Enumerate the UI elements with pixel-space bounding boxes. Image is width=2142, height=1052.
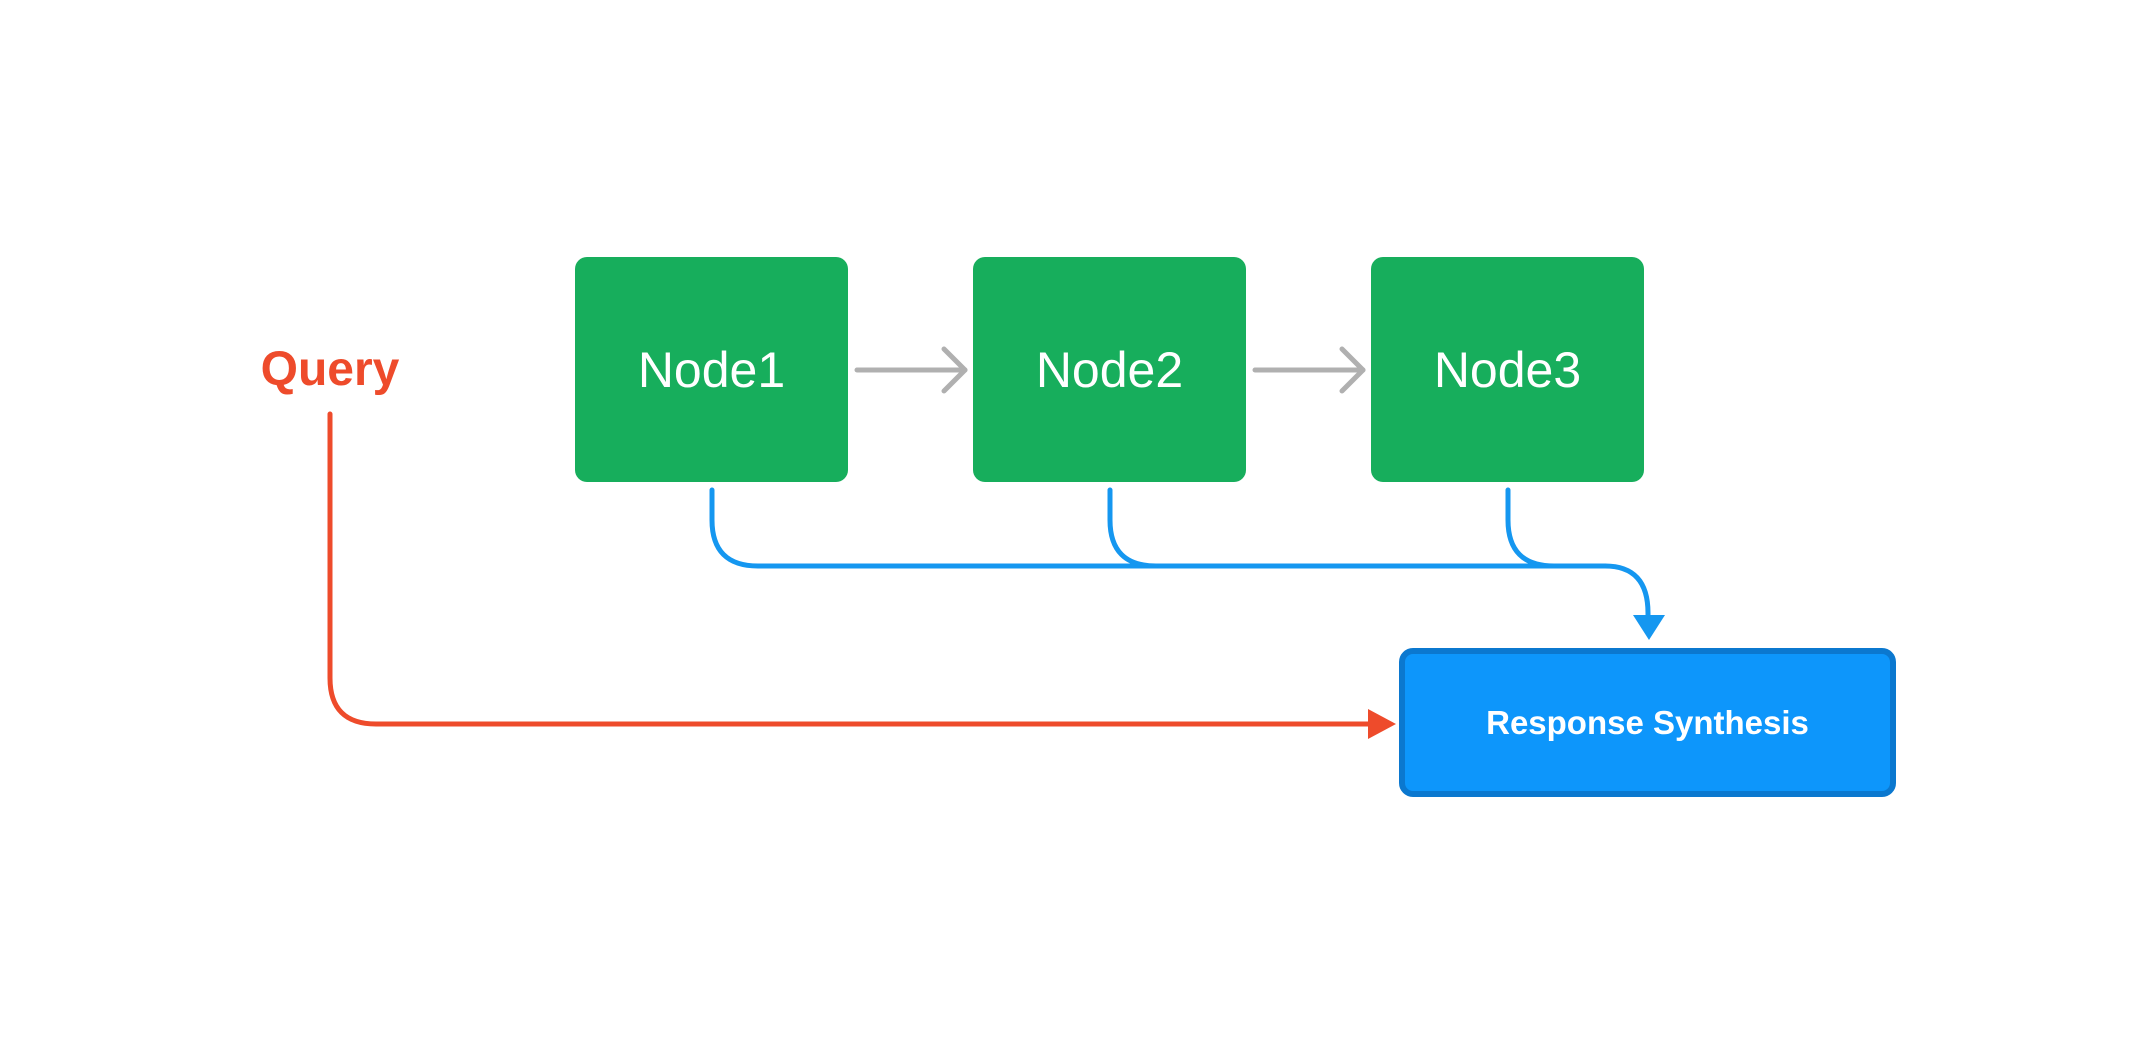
context-line-node1 xyxy=(709,487,1608,569)
chain-arrow-node1-node2 xyxy=(854,346,968,394)
response-synthesis-box: Response Synthesis xyxy=(1399,648,1896,797)
context-connector xyxy=(709,487,1651,621)
context-line-node3 xyxy=(1505,487,1557,569)
query-connector xyxy=(327,411,1375,727)
context-line-node2 xyxy=(1107,487,1159,569)
chain-arrow-node2-node3 xyxy=(1252,346,1366,394)
context-line-merge xyxy=(1602,563,1651,621)
node-2: Node2 xyxy=(973,257,1246,482)
node-3: Node3 xyxy=(1371,257,1644,482)
query-arrowhead xyxy=(1368,709,1396,739)
query-label: Query xyxy=(260,343,400,396)
context-arrowhead xyxy=(1633,615,1665,640)
node-1: Node1 xyxy=(575,257,848,482)
